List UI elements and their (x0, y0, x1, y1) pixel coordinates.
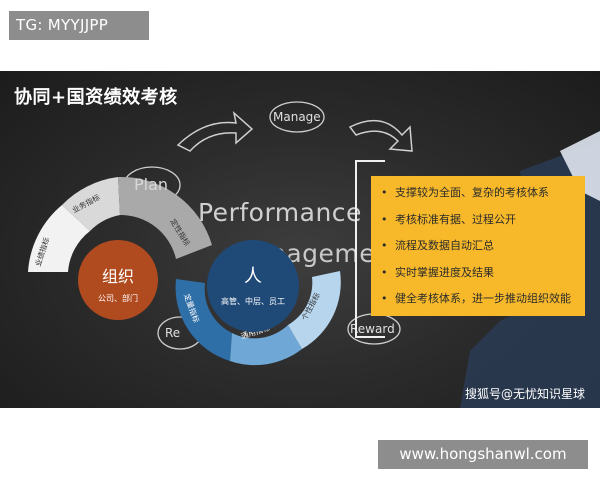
reward-label: Reward (350, 322, 395, 336)
slide-image: 业绩指标 业务指标 定性指标 定量指标 通用指标 个性指标 协同+国资绩效考核 … (0, 71, 600, 408)
org-circle: 组织 公司、部门 (78, 240, 158, 320)
manage-bubble (269, 101, 325, 133)
people-title: 人 (244, 266, 262, 287)
slide-title: 协同+国资绩效考核 (14, 87, 178, 108)
manage-label: Manage (273, 110, 321, 124)
review-label: Re (165, 326, 181, 340)
feature-text: 健全考核体系，进一步推动组织效能 (395, 292, 571, 305)
right-arc-segment-3 (288, 271, 341, 349)
feature-list-box: • 支撑较为全面、复杂的考核体系 • 考核标准有据、过程公开 • 流程及数据自动… (371, 176, 585, 316)
bullet-icon: • (381, 186, 388, 199)
top-tag-label: TG: MYYJJPP (9, 11, 149, 40)
left-arc-segment-3 (118, 176, 212, 259)
feature-text: 考核标准有据、过程公开 (395, 212, 516, 226)
callout-bracket (355, 160, 385, 338)
org-subtitle: 公司、部门 (98, 294, 138, 303)
feature-item: • 考核标准有据、过程公开 (381, 212, 575, 239)
people-subtitle: 高管、中层、员工 (221, 297, 285, 306)
feature-text: 支撑较为全面、复杂的考核体系 (395, 186, 549, 199)
org-title: 组织 (101, 267, 134, 286)
arrow-right-icon (348, 119, 413, 152)
url-badge: www.hongshanwl.com (378, 440, 588, 469)
bullet-icon: • (381, 292, 388, 305)
left-arc-segment-1 (28, 205, 90, 272)
performance-text: Performance (198, 198, 362, 227)
plan-label: Plan (134, 175, 169, 194)
people-circle: 人 高管、中层、员工 (207, 240, 299, 332)
arrow-left-icon (176, 110, 254, 152)
feature-text: 实时掌握进度及结果 (395, 265, 494, 279)
feature-item: • 实时掌握进度及结果 (381, 265, 575, 292)
right-arc-segment-1 (175, 279, 232, 361)
feature-text: 流程及数据自动汇总 (395, 239, 494, 252)
right-arc-segment-2 (230, 325, 302, 366)
bullet-icon: • (381, 212, 388, 226)
bullet-icon: • (381, 239, 388, 252)
left-arc-segment-2 (62, 177, 120, 231)
feature-item: • 支撑较为全面、复杂的考核体系 (381, 185, 575, 212)
feature-item: • 健全考核体系，进一步推动组织效能 (381, 291, 575, 318)
bullet-icon: • (381, 265, 388, 279)
watermark-text: 搜狐号@无忧知识星球 (465, 387, 586, 401)
feature-item: • 流程及数据自动汇总 (381, 238, 575, 265)
